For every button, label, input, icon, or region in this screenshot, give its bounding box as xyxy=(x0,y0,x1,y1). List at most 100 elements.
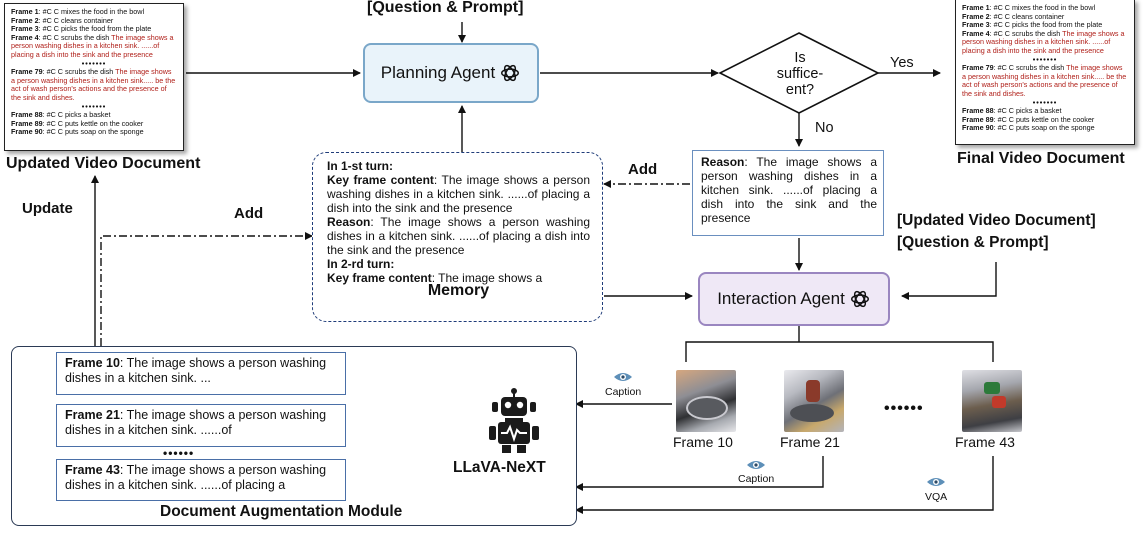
doc-line: Frame 3: #C C picks the food from the pl… xyxy=(962,20,1128,30)
reason-box: Reason: The image shows a person washing… xyxy=(692,150,884,236)
right-prompt: [Updated Video Document] [Question & Pro… xyxy=(897,210,1096,254)
doc-line: Frame 88: #C C picks a basket xyxy=(962,106,1128,116)
memory-turn-2: In 2-rd turn: xyxy=(327,257,395,271)
eye-icon xyxy=(927,478,945,486)
caption-ellipsis: •••••• xyxy=(163,446,195,460)
frame-21-image xyxy=(784,370,844,432)
doc-frame-text: : #C C puts soap on the sponge xyxy=(993,123,1095,133)
doc-frame-text: : #C C picks a basket xyxy=(42,110,111,120)
doc-augmented-text: The image shows a person washing dishes … xyxy=(962,28,1125,55)
doc-frame-label: Frame 79 xyxy=(962,63,994,73)
memory-key-frame-text-1: : The image shows a person washing dishe… xyxy=(327,173,590,215)
right-prompt-line-1: [Updated Video Document] xyxy=(897,212,1096,229)
frame-caption-label: Frame 10 xyxy=(65,356,120,370)
frame-10-label: Frame 10 xyxy=(673,434,733,450)
doc-frame-text: : #C C picks a basket xyxy=(993,106,1062,116)
doc-frame-label: Frame 1 xyxy=(962,3,990,12)
add-right-label: Add xyxy=(628,161,658,178)
add-left-label: Add xyxy=(234,205,264,222)
decision-diamond xyxy=(718,32,880,114)
planning-agent-label: Planning Agent xyxy=(380,63,496,82)
frame-caption-text: : The image shows a person washing dishe… xyxy=(65,408,327,437)
final-video-document-title: Final Video Document xyxy=(957,150,1125,167)
frame-caption-text: : The image shows a person washing dishe… xyxy=(65,356,327,385)
frame-43-image xyxy=(962,370,1022,432)
doc-frame-text: : #C C puts kettle on the cooker xyxy=(993,114,1095,124)
doc-frame-label: Frame 89 xyxy=(11,118,43,128)
frame-caption-label: Frame 43 xyxy=(65,463,120,477)
eye-icon xyxy=(614,373,632,381)
memory-key-frame-text-2: : The image shows a xyxy=(431,271,543,285)
doc-line: Frame 90: #C C puts soap on the sponge xyxy=(962,124,1128,133)
doc-frame-text: : #C C puts kettle on the cooker xyxy=(42,118,144,128)
doc-frame-text: : #C C cleans container xyxy=(38,15,114,25)
frame-21-label: Frame 21 xyxy=(780,434,840,450)
memory-title: Memory xyxy=(427,282,490,299)
doc-augmented-text: The image shows a person washing dishes … xyxy=(11,67,176,102)
updated-video-document: Frame 1: #C C mixes the food in the bowl… xyxy=(4,3,184,151)
doc-frame-label: Frame 89 xyxy=(962,114,994,124)
frame-caption-label: Frame 21 xyxy=(65,408,120,422)
doc-line: Frame 3: #C C picks the food from the pl… xyxy=(11,24,177,34)
doc-line: Frame 2: #C C cleans container xyxy=(11,15,177,26)
memory-reason-label: Reason xyxy=(327,215,371,229)
doc-line: Frame 79: #C C scrubs the dish The image… xyxy=(11,67,177,102)
planning-agent: Planning Agent xyxy=(363,43,539,103)
decision-line-2: suffice- xyxy=(776,66,824,82)
decision-line-1: Is xyxy=(794,50,806,66)
doc-ellipsis: ••••••• xyxy=(1032,54,1058,64)
frame-caption-text: : The image shows a person washing dishe… xyxy=(65,463,327,492)
openai-icon xyxy=(850,290,869,308)
robot-icon xyxy=(489,388,539,453)
doc-frame-text: : #C C scrubs the dish xyxy=(38,32,112,42)
doc-frame-text: : #C C puts soap on the sponge xyxy=(42,127,144,137)
yes-label: Yes xyxy=(890,55,914,71)
openai-icon xyxy=(501,64,520,82)
right-prompt-line-2: [Question & Prompt] xyxy=(897,234,1049,251)
vqa-label: VQA xyxy=(925,491,948,503)
updated-video-document-title: Updated Video Document xyxy=(6,155,201,172)
doc-frame-label: Frame 88 xyxy=(11,110,43,120)
doc-frame-label: Frame 88 xyxy=(962,106,994,116)
frame-43-label: Frame 43 xyxy=(955,434,1015,450)
dam-title: Document Augmentation Module xyxy=(160,503,403,520)
doc-line: Frame 90: #C C puts soap on the sponge xyxy=(11,128,177,137)
doc-line: Frame 2: #C C cleans container xyxy=(962,11,1128,22)
doc-ellipsis: ••••••• xyxy=(1032,97,1058,107)
caption-label-1: Caption xyxy=(605,386,642,398)
doc-line: Frame 1: #C C mixes the food in the bowl xyxy=(962,3,1128,13)
doc-frame-text: : #C C scrubs the dish xyxy=(989,28,1063,38)
reason-text: : The image shows a person washing dishe… xyxy=(701,155,877,225)
doc-line: Frame 79: #C C scrubs the dish The image… xyxy=(962,63,1128,98)
doc-frame-text: : #C C mixes the food in the bowl xyxy=(38,7,145,16)
final-video-document: Frame 1: #C C mixes the food in the bowl… xyxy=(955,0,1135,145)
doc-frame-label: Frame 4 xyxy=(962,28,990,38)
doc-frame-text: : #C C picks the food from the plate xyxy=(989,20,1103,30)
doc-ellipsis: ••••••• xyxy=(81,58,107,68)
doc-augmented-text: The image shows a person washing dishes … xyxy=(962,63,1127,98)
frame-caption-box-21: Frame 21: The image shows a person washi… xyxy=(56,404,346,447)
reason-label: Reason xyxy=(701,155,745,169)
doc-frame-label: Frame 4 xyxy=(11,32,39,42)
doc-frame-text: : #C C scrubs the dish xyxy=(993,63,1067,73)
frames-ellipsis: •••••• xyxy=(884,400,924,417)
doc-line: Frame 89: #C C puts kettle on the cooker xyxy=(11,118,177,129)
doc-frame-text: : #C C scrubs the dish xyxy=(42,67,116,77)
doc-frame-label: Frame 3 xyxy=(962,20,990,30)
doc-line: Frame 1: #C C mixes the food in the bowl xyxy=(11,7,177,17)
memory-box: In 1-st turn: Key frame content: The ima… xyxy=(312,152,603,322)
doc-frame-label: Frame 1 xyxy=(11,7,39,16)
update-label: Update xyxy=(22,200,73,217)
interaction-agent-label: Interaction Agent xyxy=(717,289,845,308)
doc-frame-label: Frame 2 xyxy=(11,15,39,25)
doc-frame-label: Frame 3 xyxy=(11,24,39,34)
doc-augmented-text: The image shows a person washing dishes … xyxy=(11,32,174,59)
frame-10-image xyxy=(676,370,736,432)
doc-frame-text: : #C C picks the food from the plate xyxy=(38,24,152,34)
doc-frame-label: Frame 2 xyxy=(962,11,990,21)
decision-question: Is suffice- ent? xyxy=(760,50,840,98)
llava-next-label: LLaVA-NeXT xyxy=(453,459,546,476)
memory-turn-1: In 1-st turn: xyxy=(327,159,393,173)
interaction-agent: Interaction Agent xyxy=(698,272,890,326)
